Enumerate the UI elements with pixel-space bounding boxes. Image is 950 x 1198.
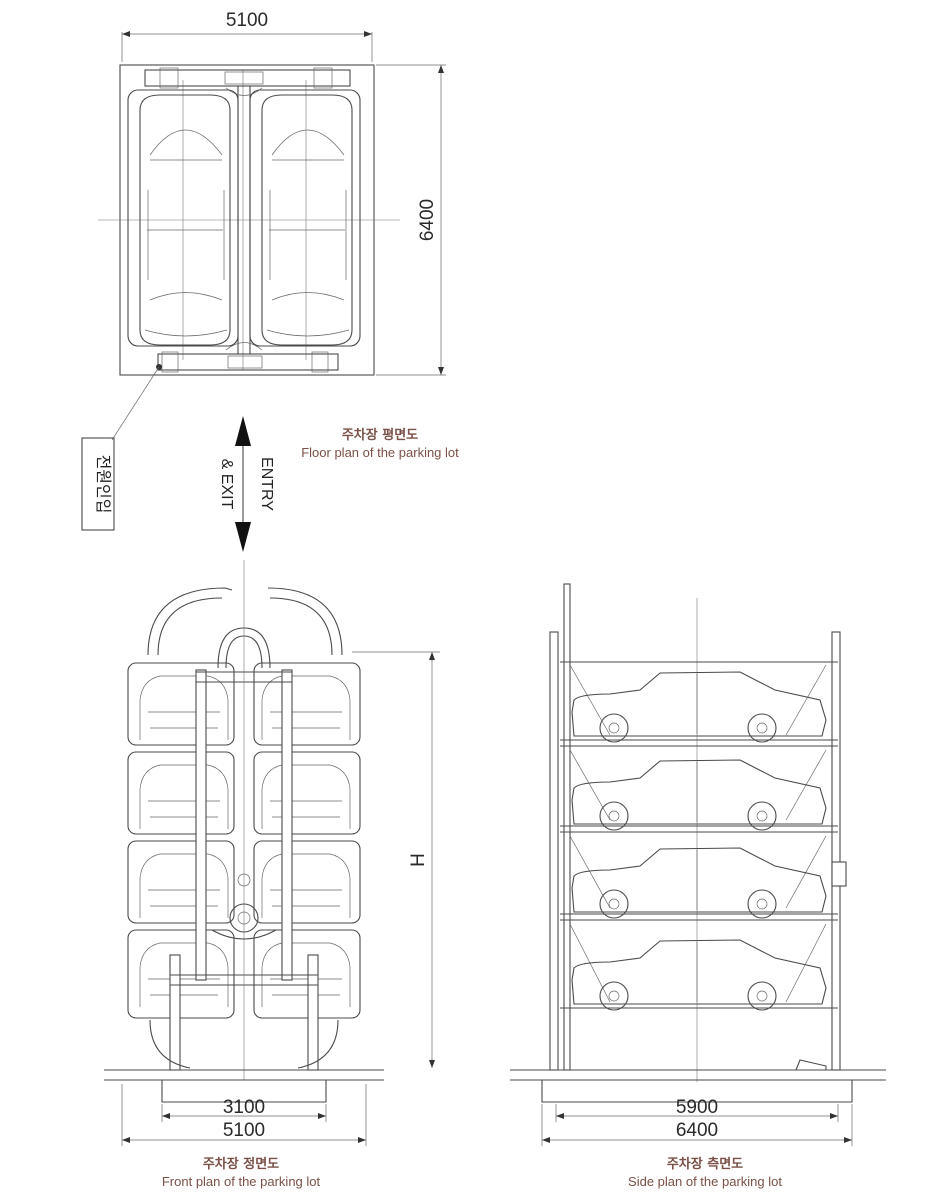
front-height-label: H (408, 853, 429, 867)
floor-depth-label: 6400 (417, 199, 438, 241)
side-outer-width-label: 6400 (676, 1120, 718, 1141)
front-plan: H 3100 5100 주차장 정면도 Front plan of the pa… (104, 560, 440, 1189)
left-pallet (127, 89, 239, 347)
side-caption-ko: 주차장 측면도 (667, 1156, 743, 1172)
front-inner-width-label: 3100 (223, 1097, 265, 1118)
front-caption-ko: 주차장 정면도 (203, 1156, 279, 1172)
exit-label: & EXIT (218, 459, 235, 510)
car-top-view-left (139, 94, 231, 346)
floor-plan: 5100 6400 (81, 10, 459, 552)
side-inner-width-label: 5900 (676, 1097, 718, 1118)
power-inlet-label: 전원인입 (94, 455, 112, 514)
front-caption-en: Front plan of the parking lot (162, 1174, 321, 1189)
side-shelves (560, 661, 838, 1009)
entry-exit-arrow (235, 416, 251, 552)
side-plan: 5900 6400 주차장 측면도 Side plan of the parki… (510, 583, 886, 1189)
front-tiers (127, 662, 361, 1019)
floor-caption-ko: 주차장 평면도 (342, 427, 418, 443)
side-caption-en: Side plan of the parking lot (628, 1174, 782, 1189)
entry-label: ENTRY (258, 457, 275, 511)
car-top-view-right (261, 94, 353, 346)
power-inlet-box (81, 437, 115, 531)
floor-depth-dimension: 6400 (376, 64, 446, 376)
floor-caption-en: Floor plan of the parking lot (301, 445, 459, 460)
front-outer-width-label: 5100 (223, 1120, 265, 1141)
right-pallet (249, 89, 361, 347)
floor-width-label: 5100 (226, 10, 268, 31)
floor-width-dimension: 5100 (121, 10, 373, 62)
side-cars (571, 671, 827, 1011)
